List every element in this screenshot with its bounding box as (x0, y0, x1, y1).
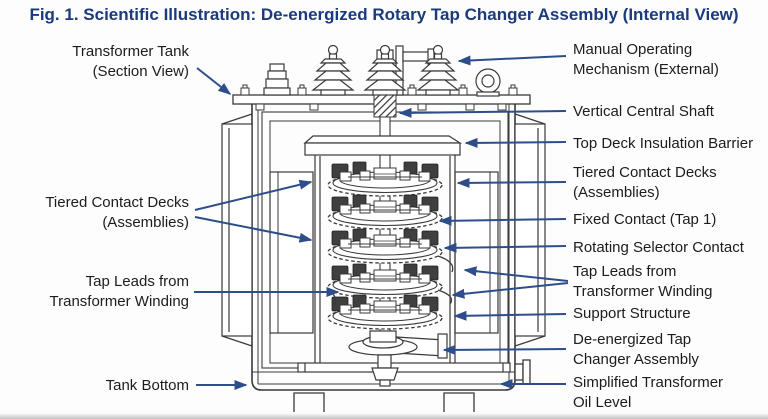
bushing-left (312, 44, 354, 96)
label-tap-leads-right: Tap Leads from Transformer Winding (573, 263, 713, 300)
label-tiered-contact-decks-left: Tiered Contact Decks (Assemblies) (45, 194, 189, 231)
arrow-vertical-shaft (398, 107, 567, 118)
arrow-tiered-decks-left-1 (194, 179, 313, 211)
label-transformer-tank: Transformer Tank (Section View) (72, 43, 189, 80)
label-oil-level: Simplified Transformer Oil Level (573, 374, 724, 411)
label-rotating-selector-contact: Rotating Selector Contact (573, 239, 744, 256)
label-tap-leads-left: Tap Leads from Transformer Winding (49, 273, 189, 310)
leader-arrows (194, 55, 569, 390)
foot-right (443, 392, 475, 412)
bottom-edge-shadow (0, 413, 768, 419)
support-structure (297, 362, 511, 373)
label-tank-bottom: Tank Bottom (105, 377, 189, 394)
arrow-top-deck-barrier (464, 137, 567, 148)
tap-changer-enclosure (314, 150, 456, 366)
label-vertical-central-shaft: Vertical Central Shaft (573, 103, 714, 120)
arrow-tiered-decks-right (456, 177, 567, 188)
label-support-structure: Support Structure (573, 305, 691, 322)
top-fittings (263, 63, 501, 97)
arrow-tap-leads-right-1 (463, 266, 569, 282)
tiered-contact-decks (327, 161, 443, 330)
label-tiered-contact-decks-right: Tiered Contact Decks (Assemblies) (573, 164, 717, 201)
arrow-rotating-selector (443, 242, 567, 253)
label-de-energized-assembly: De-energized Tap Changer Assembly (573, 331, 699, 368)
label-manual-operating-mechanism: Manual Operating Mechanism (External) (573, 41, 719, 78)
label-fixed-contact: Fixed Contact (Tap 1) (573, 211, 717, 228)
winding-blocks (269, 171, 499, 334)
arrow-support-structure (453, 310, 567, 321)
foot-left (293, 392, 325, 412)
arrow-tap-leads-right-2 (451, 282, 569, 299)
top-deck-insulation-barrier (303, 135, 463, 156)
arrow-manual-operating (457, 55, 567, 66)
tank-bottom-fittings (293, 359, 531, 412)
radiator-fins (221, 113, 546, 347)
arrow-fixed-contact (438, 215, 567, 226)
arrow-transformer-tank (196, 67, 232, 95)
drive-mechanism (348, 330, 448, 387)
label-top-deck-insulation-barrier: Top Deck Insulation Barrier (573, 135, 754, 152)
bushings (312, 44, 459, 96)
figure-title: Fig. 1. Scientific Illustration: De-ener… (29, 5, 739, 24)
arrow-de-energized-assembly (442, 344, 567, 355)
arrow-tiered-decks-left-2 (194, 216, 313, 243)
